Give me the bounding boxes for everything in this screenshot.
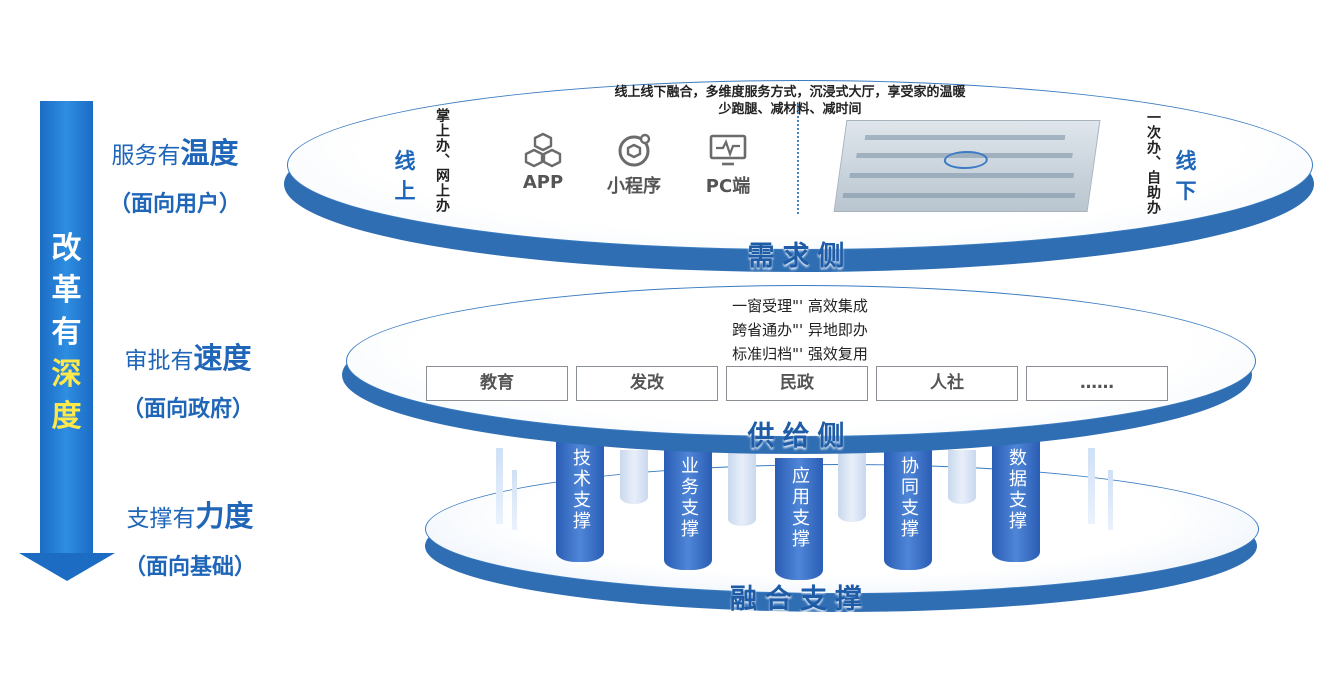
decor-bar: [1088, 448, 1095, 524]
offline-methods: 一次办、自助办: [1145, 110, 1161, 215]
pillar-label: 数据支撑: [1006, 448, 1027, 532]
arrow-char: 有: [51, 315, 82, 350]
supply-line: 标准归档"' 强效复用: [732, 345, 868, 363]
channel-label: APP: [522, 172, 564, 193]
hall-row: [842, 193, 1076, 198]
pillar-business: 业务支撑: [664, 448, 712, 570]
channel-miniprogram[interactable]: 小程序: [594, 132, 674, 198]
label-prefix: 审批有: [124, 348, 194, 374]
arrow-char-highlight: 度: [51, 399, 82, 434]
depth-arrow-head: [19, 553, 115, 581]
channel-label: PC端: [705, 176, 751, 197]
hall-row: [849, 173, 1075, 178]
demand-note-line: 少跑腿、减材料、减时间: [718, 102, 862, 117]
hall-row: [864, 135, 1066, 140]
monitor-icon: [688, 132, 768, 168]
channel-app[interactable]: APP: [503, 132, 583, 193]
label-sub: （面向基础）: [123, 555, 256, 580]
supply-title: 供给侧: [747, 421, 853, 452]
label-emphasis: 温度: [180, 136, 239, 170]
arrow-char: 改: [51, 231, 82, 266]
online-offline-divider: [797, 104, 799, 214]
supply-features: 一窗受理"' 高效集成 跨省通办"' 异地即办 标准归档"' 强效复用: [630, 294, 970, 366]
label-prefix: 支撑有: [126, 506, 196, 532]
label-prefix: 服务有: [111, 143, 181, 169]
dept-civil-affairs: 民政: [726, 366, 868, 401]
supply-disc: [346, 285, 1256, 437]
arrow-char-highlight: 深: [51, 357, 82, 392]
supply-line: 一窗受理"' 高效集成: [732, 297, 868, 315]
ghost-pillar: [620, 450, 648, 504]
depth-arrow-text: 改 革 有 深 度: [40, 228, 93, 438]
pillar-label: 业务支撑: [678, 456, 699, 540]
dept-more: ……: [1026, 366, 1168, 401]
ghost-pillar: [948, 450, 976, 504]
arrow-char: 革: [51, 273, 82, 308]
pillar-data: 数据支撑: [992, 440, 1040, 562]
pillar-label: 协同支撑: [898, 456, 919, 540]
ghost-pillar: [728, 450, 756, 526]
pillar-application: 应用支撑: [775, 458, 823, 580]
cubes-icon: [503, 132, 583, 168]
demand-note-line: 线上线下融合，多维度服务方式，沉浸式大厅，享受家的温暖: [614, 85, 966, 100]
demand-disc: [287, 80, 1313, 250]
pillar-label: 技术支撑: [570, 448, 591, 532]
label-sub: （面向政府）: [121, 397, 254, 422]
ghost-pillar: [838, 450, 866, 522]
supply-line: 跨省通办"' 异地即办: [732, 321, 868, 339]
channel-label: 小程序: [607, 176, 661, 197]
pillar-tech: 技术支撑: [556, 440, 604, 562]
channel-pc[interactable]: PC端: [688, 132, 768, 198]
miniprogram-icon: [594, 132, 674, 168]
decor-bar: [1108, 470, 1113, 530]
dept-education: 教育: [426, 366, 568, 401]
hall-logo: [942, 151, 990, 169]
label-approval: 审批有速度 （面向政府）: [108, 335, 268, 423]
online-methods: 掌上办、网上办: [434, 108, 450, 213]
decor-bar: [512, 470, 517, 530]
offline-tag: 线下: [1175, 149, 1197, 203]
demand-note: 线上线下融合，多维度服务方式，沉浸式大厅，享受家的温暖 少跑腿、减材料、减时间: [540, 84, 1040, 118]
online-tag: 线上: [394, 149, 416, 203]
pillar-collaboration: 协同支撑: [884, 448, 932, 570]
demand-title: 需求侧: [747, 241, 853, 272]
support-title: 融合支撑: [730, 584, 870, 615]
dept-human-resources: 人社: [876, 366, 1018, 401]
label-support: 支撑有力度 （面向基础）: [110, 493, 270, 581]
label-emphasis: 速度: [193, 341, 252, 375]
depth-arrow-shaft: [40, 101, 93, 553]
dept-development: 发改: [576, 366, 718, 401]
label-emphasis: 力度: [195, 499, 254, 533]
label-service: 服务有温度 （面向用户）: [95, 130, 255, 218]
service-hall-image: [833, 120, 1101, 212]
pillar-label: 应用支撑: [789, 466, 810, 550]
label-sub: （面向用户）: [108, 192, 241, 217]
decor-bar: [496, 448, 503, 524]
